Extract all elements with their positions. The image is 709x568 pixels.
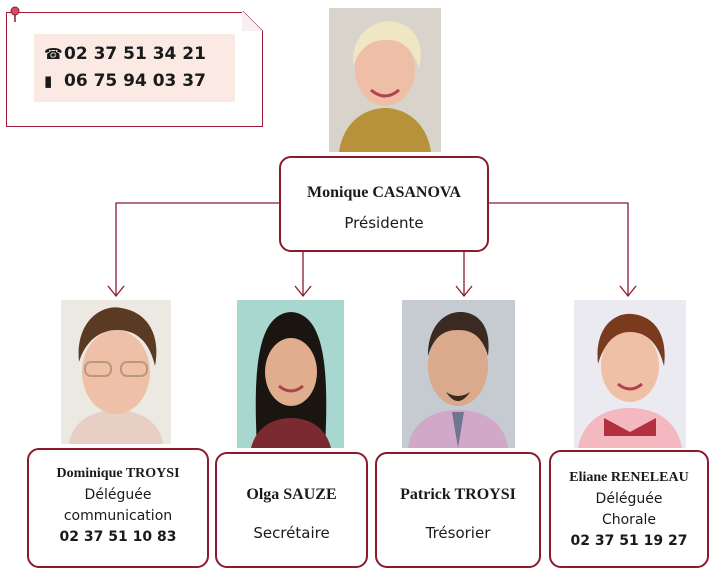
member-photo-olga (237, 300, 344, 448)
member-role: Trésorier (425, 524, 491, 542)
phone-numbers-box: ☎02 37 51 34 21 ▮ 06 75 94 03 37 (34, 34, 235, 102)
mobile-line: ▮ 06 75 94 03 37 (44, 71, 206, 93)
landline-line: ☎02 37 51 34 21 (44, 44, 206, 66)
member-name: Dominique TROYSI (56, 466, 180, 481)
member-name: Olga SAUZE (246, 486, 337, 503)
member-role: Déléguée (84, 487, 152, 503)
member-role-detail: Chorale (601, 512, 657, 528)
member-role: Secrétaire (253, 524, 330, 542)
member-role-detail: communication (63, 508, 173, 524)
mobile-number: 06 75 94 03 37 (64, 71, 206, 91)
president-name: Monique CASANOVA (307, 184, 461, 201)
pushpin-icon (10, 6, 20, 22)
member-box-olga: Olga SAUZE Secrétaire (215, 452, 368, 568)
president-photo (329, 8, 441, 152)
member-photo-dominique (61, 300, 171, 444)
member-name: Eliane RENELEAU (569, 470, 689, 485)
member-phone: 02 37 51 10 83 (59, 529, 177, 545)
folded-corner (242, 11, 264, 31)
member-box-patrick: Patrick TROYSI Trésorier (375, 452, 541, 568)
landline-number: 02 37 51 34 21 (64, 44, 206, 64)
member-name: Patrick TROYSI (400, 486, 516, 503)
member-photo-eliane (574, 300, 686, 448)
member-role: Déléguée (595, 491, 663, 507)
mobile-phone-icon: ▮ (44, 72, 53, 90)
telephone-icon: ☎ (44, 45, 63, 63)
member-photo-patrick (402, 300, 515, 448)
president-role: Présidente (344, 214, 424, 232)
member-box-eliane: Eliane RENELEAU Déléguée Chorale 02 37 5… (549, 450, 709, 568)
member-phone: 02 37 51 19 27 (570, 533, 688, 549)
president-box: Monique CASANOVA Présidente (279, 156, 489, 252)
member-box-dominique: Dominique TROYSI Déléguée communication … (27, 448, 209, 568)
